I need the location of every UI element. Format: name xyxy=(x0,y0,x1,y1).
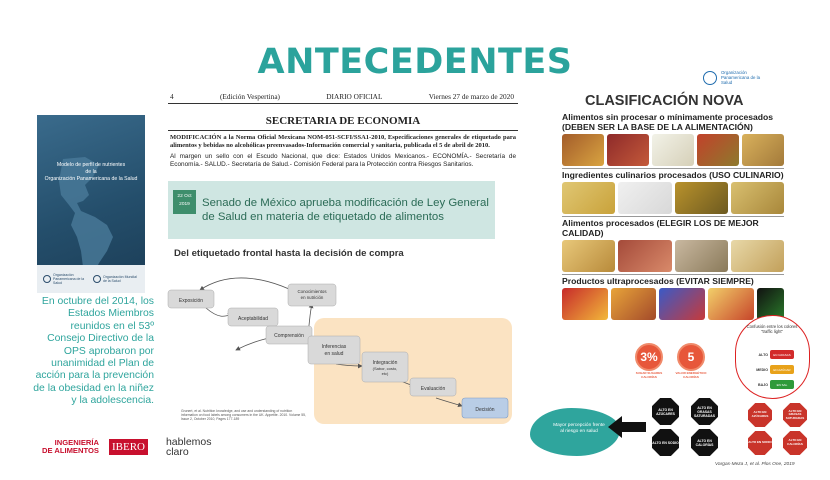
gda-labels: 3% SUGAR SUGARES CALORÍAS 5 VALOR ENERGÉ… xyxy=(632,343,708,383)
who-logo: Organización Mundial de la Salud xyxy=(93,275,139,283)
svg-text:Inferencias: Inferencias xyxy=(322,344,347,350)
node-inferencias: Inferencias en salud xyxy=(307,335,361,365)
svg-text:en nutrición: en nutrición xyxy=(301,295,324,300)
svg-text:Exposición: Exposición xyxy=(179,298,203,304)
decision-zone xyxy=(314,318,512,424)
book-title: Modelo de perfil de nutrientes de la Org… xyxy=(44,162,138,182)
nova-group-3-images xyxy=(562,240,784,272)
ibero-logo: IBERO xyxy=(108,439,148,455)
page-title: ANTECEDENTES xyxy=(257,42,573,82)
nova-title: CLASIFICACIÓN NOVA xyxy=(585,93,744,109)
news-date: 22 Oct 2019 xyxy=(173,190,196,214)
dof-seal-text: Al margen un sello con el Escudo Naciona… xyxy=(170,153,516,168)
dof-modification: MODIFICACIÓN a la Norma Oficial Mexicana… xyxy=(170,134,516,149)
node-exposicion: Exposición xyxy=(167,289,215,309)
paho-book-cover: Modelo de perfil de nutrientes de la Org… xyxy=(37,115,145,293)
node-integracion: Integración (Sabor, costo, etc) xyxy=(361,351,409,383)
nova-group-4: Productos ultraprocesados (EVITAR SIEMPR… xyxy=(562,276,754,286)
svg-text:(Sabor, costo,: (Sabor, costo, xyxy=(373,366,398,371)
red-seal-sodium: ALTO EN SODIO xyxy=(748,431,772,455)
book-logos: Organización Panamericana de la Salud Or… xyxy=(37,265,145,293)
node-evaluacion: Evaluación xyxy=(409,377,457,397)
seal-sodium: ALTO EN SODIO xyxy=(652,429,679,456)
risk-perception-text: Mayor percepción frente al riesgo en sal… xyxy=(553,423,605,434)
flow-title: Del etiquetado frontal hasta la decisión… xyxy=(174,248,404,259)
senado-news: 22 Oct 2019 Senado de México aprueba mod… xyxy=(168,181,495,239)
news-text: Senado de México aprueba modificación de… xyxy=(202,197,489,223)
dof-header: 4 (Edición Vespertina) DIARIO OFICIAL Vi… xyxy=(168,92,518,104)
svg-text:Integración: Integración xyxy=(373,360,398,366)
red-seal-sugar: ALTO EN AZÚCARES xyxy=(748,403,772,427)
arrow-left-icon xyxy=(608,416,646,438)
nova-group-2: Ingredientes culinarios procesados (USO … xyxy=(562,170,784,180)
nova-group-4-images xyxy=(562,288,785,320)
node-comprension: Comprensión xyxy=(265,325,313,345)
node-aceptabilidad: Aceptabilidad xyxy=(227,307,279,327)
red-warning-seals: ALTO EN AZÚCARES ALTO EN GRASAS SATURADA… xyxy=(748,403,812,455)
seal-sat-fat: ALTO EN GRASAS SATURADAS xyxy=(691,398,718,425)
node-conocimientos: Conocimientos en nutrición xyxy=(287,283,337,307)
paho-logo: Organización Panamericana de la Salud xyxy=(43,273,89,285)
svg-text:Conocimientos: Conocimientos xyxy=(297,289,327,294)
svg-text:Evaluación: Evaluación xyxy=(421,386,446,392)
gda-label-2: 5 VALOR ENERGÉTICO CALORÍAS xyxy=(674,343,708,383)
label-flow-diagram: Exposición Aceptabilidad Comprensión Con… xyxy=(167,277,512,424)
paho-seal-icon xyxy=(703,70,717,85)
labels-reference: Vargas-Meza J, et al. Plos One, 2019 xyxy=(715,462,795,467)
gda-label-1: 3% SUGAR SUGARES CALORÍAS xyxy=(632,343,666,383)
nova-group-3: Alimentos procesados (ELEGIR LOS DE MEJO… xyxy=(562,218,759,238)
traffic-light-label: Confusión entre los colores "traffic lig… xyxy=(735,315,810,399)
seal-sugar: ALTO EN AZÚCARES xyxy=(652,398,679,425)
americas-map-icon xyxy=(59,157,113,283)
seal-calories: ALTO EN CALORÍAS xyxy=(691,429,718,456)
flow-reference: Grunert, et al. Nutrition knowledge, and… xyxy=(181,409,306,422)
red-seal-calories: ALTO EN CALORÍAS xyxy=(783,431,807,455)
svg-text:Comprensión: Comprensión xyxy=(274,333,304,339)
hablemos-claro-logo: hablemos claro xyxy=(165,436,212,458)
dof-clipping: 4 (Edición Vespertina) DIARIO OFICIAL Vi… xyxy=(168,92,518,168)
ops-plan-text: En octubre del 2014, los Estados Miembro… xyxy=(33,296,154,407)
svg-text:etc): etc) xyxy=(382,371,389,376)
nova-group-1-images xyxy=(562,134,784,166)
dof-section: SECRETARIA DE ECONOMIA xyxy=(265,115,421,127)
footer-logos: INGENIERÍA DE ALIMENTOS IBERO hablemos c… xyxy=(42,436,212,458)
risk-perception-cloud xyxy=(530,408,620,456)
paho-who-logo: Organización Panamericana de la Salud xyxy=(703,70,765,85)
svg-text:en salud: en salud xyxy=(325,351,344,357)
nova-classification: Alimentos sin procesar o mínimamente pro… xyxy=(562,112,785,322)
ingenieria-logo: INGENIERÍA DE ALIMENTOS xyxy=(42,437,99,455)
svg-text:Aceptabilidad: Aceptabilidad xyxy=(238,316,268,322)
red-seal-sat-fat: ALTO EN GRASAS SATURADAS xyxy=(783,403,807,427)
nova-group-2-images xyxy=(562,182,784,214)
nova-group-1: Alimentos sin procesar o mínimamente pro… xyxy=(562,112,774,132)
svg-text:Decisión: Decisión xyxy=(475,407,494,413)
black-warning-seals: ALTO EN AZÚCARES ALTO EN GRASAS SATURADA… xyxy=(652,398,722,456)
node-decision: Decisión xyxy=(461,397,509,419)
